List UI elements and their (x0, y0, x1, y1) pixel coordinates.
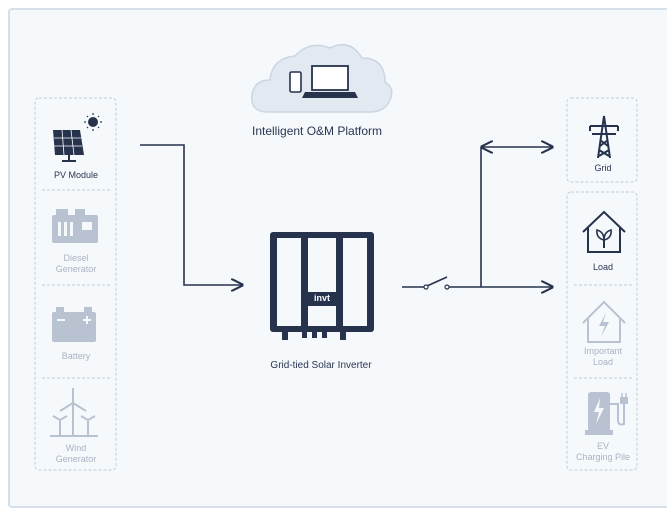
important-load-label-1: Important (583, 346, 623, 356)
diesel-label-2: Generator (55, 264, 97, 274)
source-group-box (34, 97, 117, 471)
important-load-label-2: Load (592, 357, 614, 367)
wind-label-1: Wind (65, 443, 87, 453)
diesel-label-1: Diesel (63, 253, 89, 263)
ev-label-2: Charging Pile (575, 452, 631, 462)
inverter-label: Grid-tied Solar Inverter (270, 360, 372, 371)
inverter-logo: invt (313, 293, 330, 303)
platform-label: Intelligent O&M Platform (252, 124, 383, 138)
load-group-box (566, 191, 638, 471)
connection-lines (140, 145, 552, 287)
laptop-icon (302, 65, 358, 98)
load-house-icon (582, 210, 626, 253)
diesel-generator-icon (52, 209, 98, 243)
battery-label: Battery (61, 351, 91, 361)
grid-tower-icon (589, 115, 619, 159)
battery-icon (52, 307, 96, 342)
grid-label: Grid (594, 163, 612, 173)
inverter-icon (270, 232, 374, 340)
wind-label-2: Generator (55, 454, 97, 464)
important-load-icon (582, 300, 626, 343)
switch-contact-right (444, 284, 450, 290)
pv-module-label: PV Module (53, 170, 99, 180)
phone-icon (289, 71, 302, 93)
grid-group-box (566, 97, 638, 183)
ev-label-1: EV (596, 441, 609, 451)
wind-generator-icon (50, 388, 98, 437)
switch-contact-left (423, 284, 429, 290)
load-label: Load (592, 262, 614, 272)
ev-charger-icon (585, 392, 628, 435)
pv-module-icon (53, 113, 102, 162)
source-separators (42, 189, 632, 379)
